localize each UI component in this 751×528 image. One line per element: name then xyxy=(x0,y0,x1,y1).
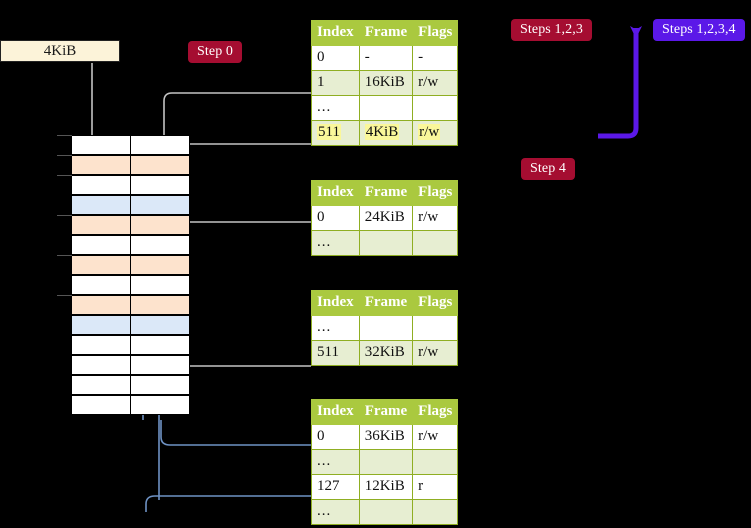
cell-frame: - xyxy=(358,45,414,71)
wire-t4-row127 xyxy=(145,495,311,512)
cell-index: 511 xyxy=(311,120,360,146)
cell-index: 127 xyxy=(311,474,360,500)
size-box-4kib: 4KiB xyxy=(0,40,120,62)
column-header-index: Index xyxy=(311,180,360,206)
cell-flags: r xyxy=(412,474,459,500)
badge-step-0-label: Step 0 xyxy=(197,44,233,59)
cell-index: 1 xyxy=(311,70,360,96)
column-header-flags: Flags xyxy=(412,290,459,316)
cell-flags xyxy=(412,95,459,121)
memory-column-divider xyxy=(130,135,131,415)
cell-frame: 32KiB xyxy=(358,340,414,366)
cell-index: 0 xyxy=(311,45,360,71)
column-header-index: Index xyxy=(311,290,360,316)
cell-flags: r/w xyxy=(412,70,459,96)
cell-frame: 36KiB xyxy=(358,424,414,450)
cell-frame xyxy=(358,499,414,525)
memory-tick xyxy=(57,295,72,296)
cell-index: 0 xyxy=(311,205,360,231)
column-header-index: Index xyxy=(311,399,360,425)
memory-tick xyxy=(57,215,72,216)
cell-flags xyxy=(412,449,459,475)
size-box-label: 4KiB xyxy=(43,43,77,59)
cell-frame: 16KiB xyxy=(358,70,414,96)
cell-index: ... xyxy=(311,499,360,525)
cell-frame: 4KiB xyxy=(358,120,414,146)
cell-flags: - xyxy=(412,45,459,71)
column-header-frame: Frame xyxy=(358,20,414,46)
cell-frame xyxy=(358,315,414,341)
cell-flags xyxy=(412,499,459,525)
badge-steps-123: Steps 1,2,3 xyxy=(511,19,592,41)
wire-t4-row0 xyxy=(160,420,311,446)
wire-t1-row511 xyxy=(173,143,311,164)
wire-t3-row511 xyxy=(176,307,311,367)
table-row[interactable]: ... xyxy=(311,315,459,341)
cell-flags: r/w xyxy=(412,340,459,366)
badge-steps-1234-label: Steps 1,2,3,4 xyxy=(662,22,736,37)
cell-frame xyxy=(358,449,414,475)
memory-tick xyxy=(57,175,72,176)
column-header-frame: Frame xyxy=(358,180,414,206)
badge-step-0: Step 0 xyxy=(188,41,242,63)
cell-index: ... xyxy=(311,449,360,475)
memory-tick xyxy=(57,155,72,156)
table-row[interactable]: ... xyxy=(311,499,459,525)
cell-flags: r/w xyxy=(412,205,459,231)
column-header-flags: Flags xyxy=(412,180,459,206)
badge-steps-123-label: Steps 1,2,3 xyxy=(520,22,583,37)
cell-frame xyxy=(358,95,414,121)
cell-frame: 12KiB xyxy=(358,474,414,500)
table-row[interactable]: 0-- xyxy=(311,45,459,71)
cell-flags: r/w xyxy=(412,424,459,450)
cell-flags: r/w xyxy=(412,120,459,146)
badge-step-4-label: Step 4 xyxy=(530,161,566,176)
table-row[interactable]: ... xyxy=(311,230,459,256)
wire-t2-row0 xyxy=(177,221,311,262)
cell-frame xyxy=(358,230,414,256)
cell-frame: 24KiB xyxy=(358,205,414,231)
table-row[interactable]: ... xyxy=(311,95,459,121)
cell-index: 511 xyxy=(311,340,360,366)
column-header-frame: Frame xyxy=(358,290,414,316)
column-header-flags: Flags xyxy=(412,399,459,425)
badge-steps-1234: Steps 1,2,3,4 xyxy=(653,19,745,41)
memory-tick xyxy=(57,135,72,136)
memory-tick xyxy=(57,255,72,256)
badge-step-4: Step 4 xyxy=(521,158,575,180)
cell-index: ... xyxy=(311,230,360,256)
wire-steps-bracket xyxy=(598,26,642,139)
cell-flags xyxy=(412,315,459,341)
cell-index: 0 xyxy=(311,424,360,450)
column-header-flags: Flags xyxy=(412,20,459,46)
cell-index: ... xyxy=(311,315,360,341)
column-header-index: Index xyxy=(311,20,360,46)
table-row[interactable]: ... xyxy=(311,449,459,475)
cell-index: ... xyxy=(311,95,360,121)
cell-flags xyxy=(412,230,459,256)
column-header-frame: Frame xyxy=(358,399,414,425)
